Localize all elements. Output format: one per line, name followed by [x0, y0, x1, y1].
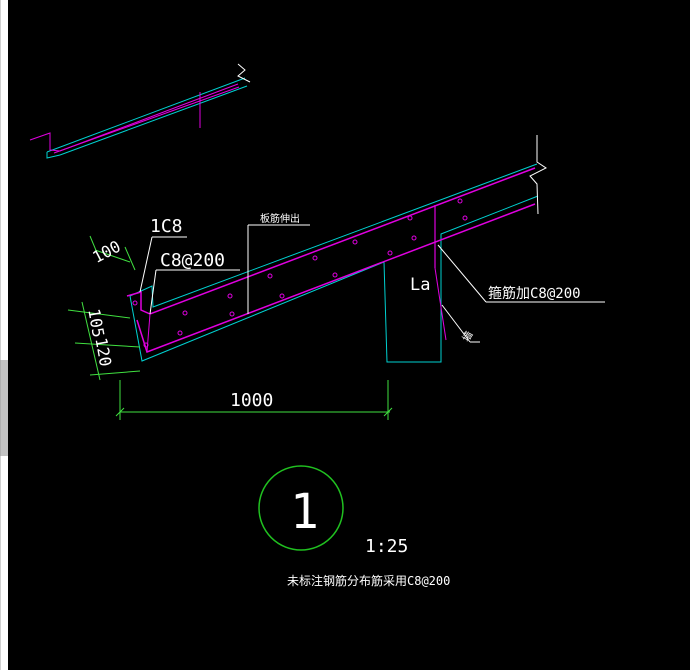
label-dim-bottom: 1000: [230, 390, 273, 411]
window-edge: [0, 0, 1, 670]
label-dim-side-a: 105: [84, 307, 108, 339]
detail-number: 1: [290, 484, 319, 540]
label-rebar-top: 1C8: [150, 216, 183, 237]
caption: 未标注钢筋分布筋采用C8@200: [287, 573, 450, 588]
label-stirrup: 箍筋加C8@200: [488, 285, 581, 302]
label-rebar-stirrup: C8@200: [160, 250, 225, 271]
label-scale: 1:25: [365, 536, 408, 557]
rebar-lines: [126, 167, 536, 353]
dimension-lines: [67, 235, 393, 420]
slab-outline: [129, 135, 547, 363]
cad-drawing-canvas[interactable]: [8, 0, 690, 670]
side-tab: [0, 360, 8, 456]
rebar-dots: [132, 198, 468, 348]
leader-lines: [139, 224, 605, 343]
detail-circle: [258, 465, 344, 551]
label-la: La: [410, 275, 430, 295]
label-dim-top: 100: [89, 237, 123, 267]
upper-slab-sketch: [29, 63, 251, 159]
label-slab-bar: 板筋伸出: [260, 212, 300, 225]
label-dim-side-b: 120: [91, 336, 115, 368]
